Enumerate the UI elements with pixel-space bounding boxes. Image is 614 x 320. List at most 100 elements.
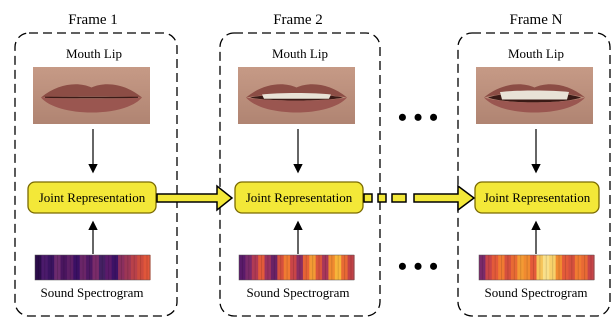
- joint-representation-label: Joint Representation: [484, 190, 591, 205]
- lip-image: [238, 67, 355, 124]
- spectrogram-texture: [488, 255, 490, 280]
- spectrogram-band: [498, 255, 506, 280]
- spectrogram-band: [587, 255, 595, 280]
- spectrogram-band: [296, 255, 304, 280]
- joint-representation-box: [234, 181, 364, 214]
- spectrogram-band: [137, 255, 145, 280]
- spectrogram-texture: [133, 255, 135, 280]
- spectrogram-band: [47, 255, 55, 280]
- spectrogram-border: [478, 254, 595, 281]
- spectrogram-texture: [69, 255, 71, 280]
- teeth: [262, 93, 331, 99]
- ellipsis-top: • • •: [398, 103, 438, 132]
- spectrogram-texture: [564, 255, 566, 280]
- spectrogram-texture: [513, 255, 515, 280]
- mouth-lip-label: Mouth Lip: [508, 46, 564, 61]
- spectrogram-band: [510, 255, 518, 280]
- frame-border: [219, 32, 381, 317]
- spectrogram-band: [86, 255, 94, 280]
- spectrogram: [478, 254, 595, 281]
- spectrogram-band: [347, 255, 355, 280]
- spectrogram-band: [341, 255, 349, 280]
- spectrogram: [238, 254, 355, 281]
- spectrogram-band: [322, 255, 330, 280]
- spectrogram-texture: [140, 255, 142, 280]
- spectrogram-texture: [101, 255, 103, 280]
- spectrogram-texture: [520, 255, 522, 280]
- spectrogram-texture: [501, 255, 503, 280]
- spectrogram-texture: [127, 255, 129, 280]
- spectrogram-texture: [545, 255, 547, 280]
- spectrogram-texture: [337, 255, 339, 280]
- spectrogram-texture: [63, 255, 65, 280]
- spectrogram-texture: [241, 255, 243, 280]
- spectrogram-band: [239, 255, 246, 280]
- spectrogram-band: [542, 255, 550, 280]
- spectrogram-texture: [305, 255, 307, 280]
- frame-title: Frame 2: [273, 12, 323, 28]
- spectrogram-band: [73, 255, 81, 280]
- spectrogram-border: [34, 254, 151, 281]
- spectrogram-band: [270, 255, 278, 280]
- frame-title: Frame N: [510, 12, 563, 28]
- spectrogram-band: [562, 255, 570, 280]
- spectrogram-texture: [539, 255, 541, 280]
- spectrogram-texture: [577, 255, 579, 280]
- spectrogram-texture: [273, 255, 275, 280]
- spectrogram-band: [574, 255, 582, 280]
- sound-spectrogram-label: Sound Spectrogram: [41, 285, 144, 300]
- lower-lip: [484, 97, 585, 113]
- spectrogram-texture: [261, 255, 263, 280]
- lip-image: [476, 67, 593, 124]
- spectrogram-band: [581, 255, 589, 280]
- spectrogram-band: [328, 255, 336, 280]
- spectrogram-texture: [299, 255, 301, 280]
- spectrogram-band: [105, 255, 113, 280]
- spectrogram-texture: [95, 255, 97, 280]
- spectrogram-band: [334, 255, 342, 280]
- spectrogram-band: [315, 255, 323, 280]
- spectrogram-texture: [50, 255, 52, 280]
- ellipsis-bottom: • • •: [398, 252, 438, 281]
- joint-representation-label: Joint Representation: [39, 190, 146, 205]
- spectrogram-band: [60, 255, 68, 280]
- spectrogram-texture: [37, 255, 39, 280]
- frame-n: Frame N Mouth Lip Joint Representation S…: [457, 12, 611, 317]
- spectrogram-texture: [590, 255, 592, 280]
- spectrogram-texture: [120, 255, 122, 280]
- spectrogram-texture: [267, 255, 269, 280]
- spectrogram-texture: [57, 255, 59, 280]
- lower-lip: [246, 97, 347, 113]
- spectrogram-texture: [532, 255, 534, 280]
- spectrogram-band: [491, 255, 499, 280]
- sound-spectrogram-label: Sound Spectrogram: [485, 285, 588, 300]
- spectrogram-band: [41, 255, 49, 280]
- spectrogram-texture: [324, 255, 326, 280]
- spectrogram: [34, 254, 151, 281]
- spectrogram-texture: [292, 255, 294, 280]
- spectrogram-texture: [318, 255, 320, 280]
- spectrogram-texture: [248, 255, 250, 280]
- spectrogram-band: [54, 255, 62, 280]
- spectrogram-texture: [584, 255, 586, 280]
- mouth-lip-label: Mouth Lip: [272, 46, 328, 61]
- spectrogram-texture: [350, 255, 352, 280]
- spectrogram-band: [264, 255, 272, 280]
- spectrogram-texture: [88, 255, 90, 280]
- spectrogram-band: [479, 255, 486, 280]
- frame-1: Frame 1 Mouth Lip Joint Representation S…: [14, 12, 178, 317]
- frame-border: [14, 32, 178, 317]
- joint-representation-label: Joint Representation: [246, 190, 353, 205]
- spectrogram-band: [277, 255, 285, 280]
- mouth-lip-label: Mouth Lip: [66, 46, 122, 61]
- fat-arrow-right-dashed-icon: [363, 184, 476, 212]
- spectrogram-texture: [494, 255, 496, 280]
- frame-2: Frame 2 Mouth Lip Joint Representation S…: [219, 12, 381, 317]
- spectrogram-texture: [254, 255, 256, 280]
- spectrogram-band: [258, 255, 266, 280]
- sound-spectrogram-label: Sound Spectrogram: [247, 285, 350, 300]
- spectrogram-texture: [286, 255, 288, 280]
- spectrogram-texture: [331, 255, 333, 280]
- spectrogram-band: [98, 255, 106, 280]
- spectrogram-band: [79, 255, 87, 280]
